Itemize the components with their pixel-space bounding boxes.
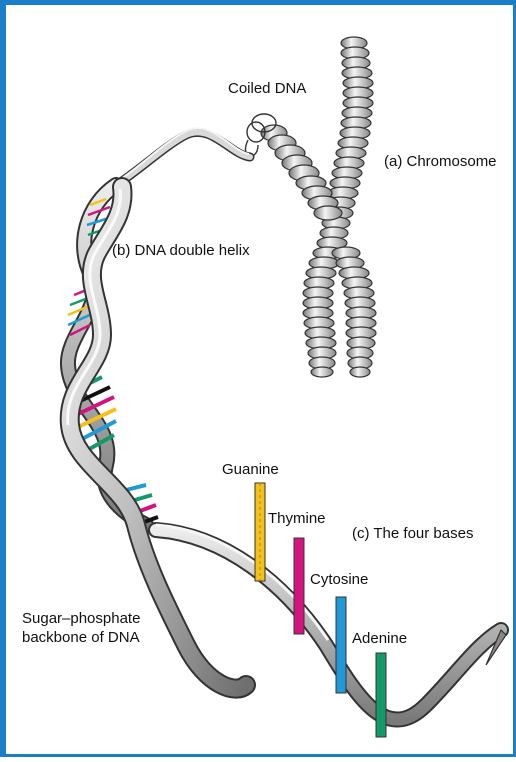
thymine-label: Thymine <box>268 510 326 527</box>
dna-structure-illustration <box>6 5 516 762</box>
four-bases-label: (c) The four bases <box>352 525 473 542</box>
thymine-bar <box>294 538 304 634</box>
cytosine-label: Cytosine <box>310 571 368 588</box>
backbone-label-line2: backbone of DNA <box>22 629 140 646</box>
dna-strand-ribbon <box>116 128 250 185</box>
chromosome-label: (a) Chromosome <box>384 153 497 170</box>
double-helix-label: (b) DNA double helix <box>112 242 250 259</box>
coiled-dna-label: Coiled DNA <box>228 80 306 97</box>
sugar-phosphate-backbone <box>156 525 506 720</box>
adenine-bar <box>376 653 386 737</box>
guanine-bar <box>255 483 265 581</box>
adenine-label: Adenine <box>352 630 407 647</box>
guanine-label: Guanine <box>222 461 279 478</box>
backbone-label-line1: Sugar–phosphate <box>22 610 140 627</box>
cytosine-bar <box>336 597 346 693</box>
